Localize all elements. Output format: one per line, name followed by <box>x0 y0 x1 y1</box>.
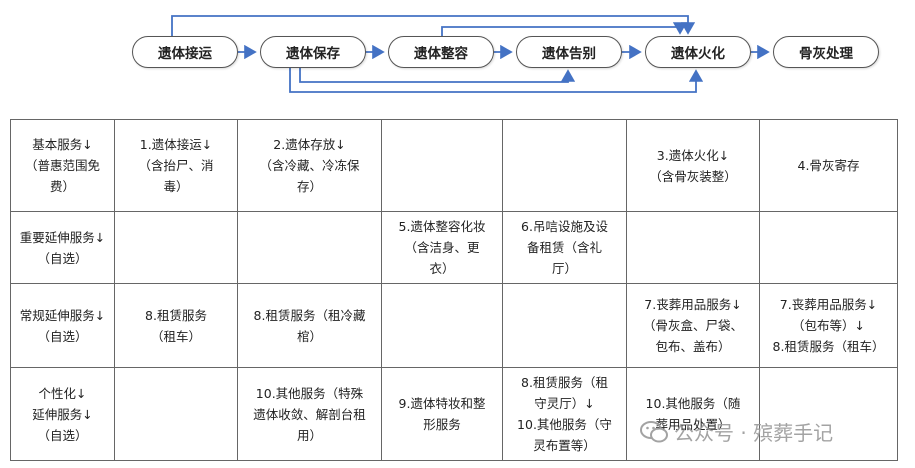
flow-connectors <box>171 15 770 93</box>
row-header-line: 重要延伸服务↓ <box>19 229 106 245</box>
table-cell: 6.吊唁设施及设备租赁（含礼厅） <box>502 211 627 284</box>
cell-text-line: 棺） <box>296 328 322 344</box>
cell-text-line: 10.其他服务（随 <box>645 396 741 411</box>
cell-text-line: 备租赁（含礼 <box>526 240 602 255</box>
cell-text-line: 6.吊唁设施及设 <box>521 219 608 234</box>
table-row-regular-extension: 常规延伸服务↓ （自选） 8.租赁服务 （租车） 8.租赁服务（租冷藏棺） 7.丧葬用品服… <box>10 283 898 368</box>
table-cell <box>759 211 898 284</box>
cell-text-line: 形服务 <box>423 417 461 432</box>
row-header-important-extension: 重要延伸服务↓ （自选） <box>10 211 115 284</box>
flow-step-farewell: 遗体告别 <box>516 36 622 68</box>
row-header-line: 基本服务↓ <box>32 137 93 152</box>
row-header-regular-extension: 常规延伸服务↓ （自选） <box>10 283 115 368</box>
cell-text-line: 厅） <box>551 261 577 276</box>
row-header-line: （自选） <box>37 250 88 266</box>
row-header-line: 延伸服务↓ <box>32 406 93 422</box>
cell-text-line: （含骨灰装整） <box>649 168 737 184</box>
table-row-personalized-extension: 个性化↓延伸服务↓（自选）10.其他服务（特殊遗体收敛、解剖台租用）9.遗体特妆… <box>10 367 898 461</box>
table-row-basic-service: 基本服务↓ （普惠范围免费） 1.遗体接运↓ （含抬尸、消毒） 2.遗体存放↓ （含冷藏、… <box>10 119 898 212</box>
cell-text-line: （包布等）↓ <box>792 318 865 333</box>
flow-step-body-storage: 遗体保存 <box>260 36 366 68</box>
cell-text-line: 8.租赁服务（租 <box>521 375 608 390</box>
table-cell <box>626 211 760 284</box>
table-cell <box>114 367 238 461</box>
flow-bypass-top-1 <box>171 15 696 36</box>
cell-text-line: （含冷藏、冷冻保 <box>259 158 360 173</box>
table-cell <box>114 211 238 284</box>
table-cell: 2.遗体存放↓ （含冷藏、冷冻保存） <box>237 119 382 212</box>
row-header-line: 费） <box>49 179 75 194</box>
table-cell: 8.租赁服务（租守灵厅）↓ 10.其他服务（守灵布置等） <box>502 367 627 461</box>
table-cell <box>759 367 898 461</box>
table-cell: 10.其他服务（随葬用品处置） <box>626 367 760 461</box>
cell-text-line: （骨灰盒、尸袋、 <box>642 318 743 333</box>
cell-text-line: 衣） <box>429 261 455 276</box>
wechat-icon <box>640 420 668 442</box>
table-cell: 7.丧葬用品服务↓ （包布等）↓ 8.租赁服务（租车） <box>759 283 898 368</box>
row-header-basic-service: 基本服务↓ （普惠范围免费） <box>10 119 115 212</box>
flow-step-ash-handling: 骨灰处理 <box>773 36 879 68</box>
cell-text-line: （含洁身、更 <box>404 240 480 255</box>
table-cell <box>381 119 503 212</box>
cell-text-line: 存） <box>296 179 322 194</box>
row-header-line: （自选） <box>37 427 88 443</box>
row-header-line: （普惠范围免 <box>24 158 100 173</box>
flow-step-body-pickup: 遗体接运 <box>132 36 238 68</box>
cell-text-line: 10.其他服务（特殊 <box>255 385 364 401</box>
cell-text-line: 葬用品处置） <box>655 417 731 432</box>
cell-text-line: 5.遗体整容化妆 <box>398 219 486 234</box>
row-header-line: （自选） <box>37 328 88 344</box>
table-cell: 8.租赁服务 （租车） <box>114 283 238 368</box>
cell-text-line: 10.其他服务（守 <box>517 417 612 432</box>
table-cell <box>381 283 503 368</box>
table-row-important-extension: 重要延伸服务↓ （自选） 5.遗体整容化妆 （含洁身、更衣） 6.吊唁设施及设备租赁（含… <box>10 211 898 284</box>
watermark-text: 公众号 · 殡葬手记 <box>674 421 834 445</box>
table-cell: 4.骨灰寄存 <box>759 119 898 212</box>
flow-bypass-bottom-1 <box>299 68 576 83</box>
cell-text-line: 7.丧葬用品服务↓ <box>644 297 742 312</box>
table-cell <box>502 283 627 368</box>
cell-text-line: 3.遗体火化↓ <box>656 147 730 163</box>
table-cell <box>502 119 627 212</box>
service-table: 基本服务↓ （普惠范围免费） 1.遗体接运↓ （含抬尸、消毒） 2.遗体存放↓ （含冷藏、… <box>10 119 898 461</box>
cell-text-line: 包布、盖布） <box>655 339 731 354</box>
row-header-personalized-extension: 个性化↓ 延伸服务↓ （自选） <box>10 367 115 461</box>
row-header-line: 常规延伸服务↓ <box>19 307 106 323</box>
flow-step-body-restoration: 遗体整容 <box>388 36 494 68</box>
cell-text-line: 7.丧葬用品服务↓ <box>779 297 878 312</box>
cell-text-line: （含抬尸、消 <box>138 158 214 173</box>
cell-text-line: 毒） <box>163 179 189 194</box>
table-cell: 3.遗体火化↓ （含骨灰装整） <box>626 119 760 212</box>
cell-text-line: 8.租赁服务（租冷藏 <box>253 307 366 323</box>
table-cell: 10.其他服务（特殊遗体收敛、解剖台租用） <box>237 367 382 461</box>
table-cell: 1.遗体接运↓ （含抬尸、消毒） <box>114 119 238 212</box>
table-cell: 5.遗体整容化妆 （含洁身、更衣） <box>381 211 503 284</box>
table-cell <box>237 211 382 284</box>
cell-text-line: 8.租赁服务 <box>145 307 207 323</box>
table-cell: 7.丧葬用品服务↓ （骨灰盒、尸袋、包布、盖布） <box>626 283 760 368</box>
cell-text-line: 9.遗体特妆和整 <box>398 396 486 411</box>
cell-text-line: 8.租赁服务（租车） <box>772 339 885 354</box>
flow-bypass-bottom-2 <box>289 68 704 93</box>
table-cell: 8.租赁服务（租冷藏棺） <box>237 283 382 368</box>
cell-text-line: 灵布置等） <box>533 438 596 453</box>
funeral-process-flow: 遗体接运 遗体保存 遗体整容 遗体告别 遗体火化 骨灰处理 <box>0 0 915 110</box>
row-header-line: 个性化↓ <box>38 385 87 401</box>
cell-text-line: 1.遗体接运↓ <box>139 137 213 152</box>
watermark: 公众号 · 殡葬手记 <box>640 417 833 446</box>
table-cell: 9.遗体特妆和整形服务 <box>381 367 503 461</box>
flow-step-cremation: 遗体火化 <box>645 36 751 68</box>
cell-text-line: 2.遗体存放↓ <box>273 137 346 152</box>
cell-text-line: 遗体收敛、解剖台租 <box>253 406 366 422</box>
cell-text-line: 用） <box>296 427 322 443</box>
cell-text-line: 守灵厅）↓ <box>534 396 595 411</box>
cell-text-line: （租车） <box>150 328 201 344</box>
flow-bypass-top-2 <box>441 22 688 36</box>
cell-text-line: 4.骨灰寄存 <box>797 158 860 173</box>
